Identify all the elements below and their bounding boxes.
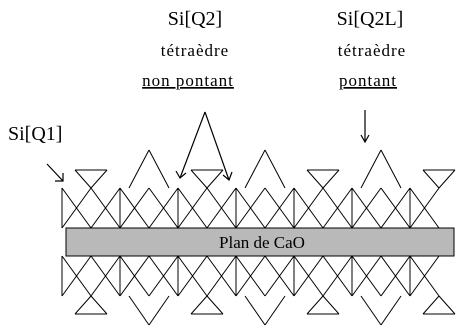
arrow-non-pontant-left: [175, 111, 206, 179]
cao-plane-label: Plan de CaO: [219, 233, 305, 252]
upper-rev-zig-b: [264, 187, 295, 229]
lower-apex-l: [190, 295, 208, 315]
upper-peak-l: [128, 149, 150, 189]
upper-rev-zig-a: [409, 187, 440, 229]
lower-apex-l: [74, 295, 92, 315]
upper-rev-zig-a: [61, 187, 92, 229]
lower-apex-r: [206, 295, 224, 315]
label-non-pontant: non pontant: [142, 71, 234, 90]
lower-rev-zig-b: [148, 255, 179, 297]
lower-peak-l: [360, 295, 382, 326]
upper-apex-r: [90, 169, 108, 189]
lower-rev-zig-a: [351, 255, 382, 297]
upper-rev-zig-b: [206, 187, 237, 229]
cao-plane: [65, 227, 455, 257]
upper-apex-l: [422, 169, 440, 189]
upper-peak-r: [264, 149, 286, 189]
lower-rev-zig-b: [206, 255, 237, 297]
lower-rev-zig-a: [119, 255, 150, 297]
label-si-q2: Si[Q2]: [168, 8, 222, 30]
lower-apex-r: [90, 295, 108, 315]
lower-apex-r: [438, 295, 456, 315]
label-q2l-tetraedre: tétraèdre: [338, 41, 406, 60]
label-si-q1: Si[Q1]: [8, 123, 62, 145]
lower-rev-zig-b: [90, 255, 121, 297]
lower-peak-l: [128, 295, 150, 326]
lower-rev-zig-b: [322, 255, 353, 297]
lower-rev-zig-a: [409, 255, 440, 297]
upper-apex-r: [438, 169, 456, 189]
lower-rev-zig-a: [293, 255, 324, 297]
upper-peak-l: [244, 149, 266, 189]
upper-rev-zig-b: [380, 187, 411, 229]
label-q2-tetraedre: tétraèdre: [161, 41, 229, 60]
upper-rev-zig-b: [322, 187, 353, 229]
arrow-q1: [46, 163, 64, 182]
arrows: [46, 110, 370, 182]
upper-apex-l: [74, 169, 92, 189]
upper-apex-r: [322, 169, 340, 189]
upper-rev-zig-b: [148, 187, 179, 229]
lower-peak-l: [244, 295, 266, 326]
upper-apex-l: [306, 169, 324, 189]
upper-rev-zig-a: [235, 187, 266, 229]
lower-rev-zig-a: [177, 255, 208, 297]
arrow-pontant: [360, 110, 370, 144]
upper-rev-zig-b: [90, 187, 121, 229]
upper-rev-zig-a: [293, 187, 324, 229]
lower-peak-r: [380, 295, 402, 326]
upper-apex-l: [190, 169, 208, 189]
upper-apex-r: [206, 169, 224, 189]
upper-peak-l: [360, 149, 382, 189]
lower-rev-zig-b: [264, 255, 295, 297]
lower-peak-r: [264, 295, 286, 326]
upper-peak-r: [148, 149, 170, 189]
upper-rev-zig-a: [351, 187, 382, 229]
upper-rev-zig-a: [119, 187, 150, 229]
lower-apex-l: [422, 295, 440, 315]
upper-rev-zig-a: [177, 187, 208, 229]
arrow-non-pontant-right: [204, 111, 233, 182]
upper-peak-r: [380, 149, 402, 189]
silicate-chains: [61, 149, 456, 326]
lower-rev-zig-a: [235, 255, 266, 297]
lower-peak-r: [148, 295, 170, 326]
lower-apex-l: [306, 295, 324, 315]
label-si-q2l: Si[Q2L]: [337, 8, 404, 30]
lower-rev-zig-b: [380, 255, 411, 297]
lower-rev-zig-a: [61, 255, 92, 297]
label-pontant: pontant: [339, 71, 397, 90]
lower-apex-r: [322, 295, 340, 315]
